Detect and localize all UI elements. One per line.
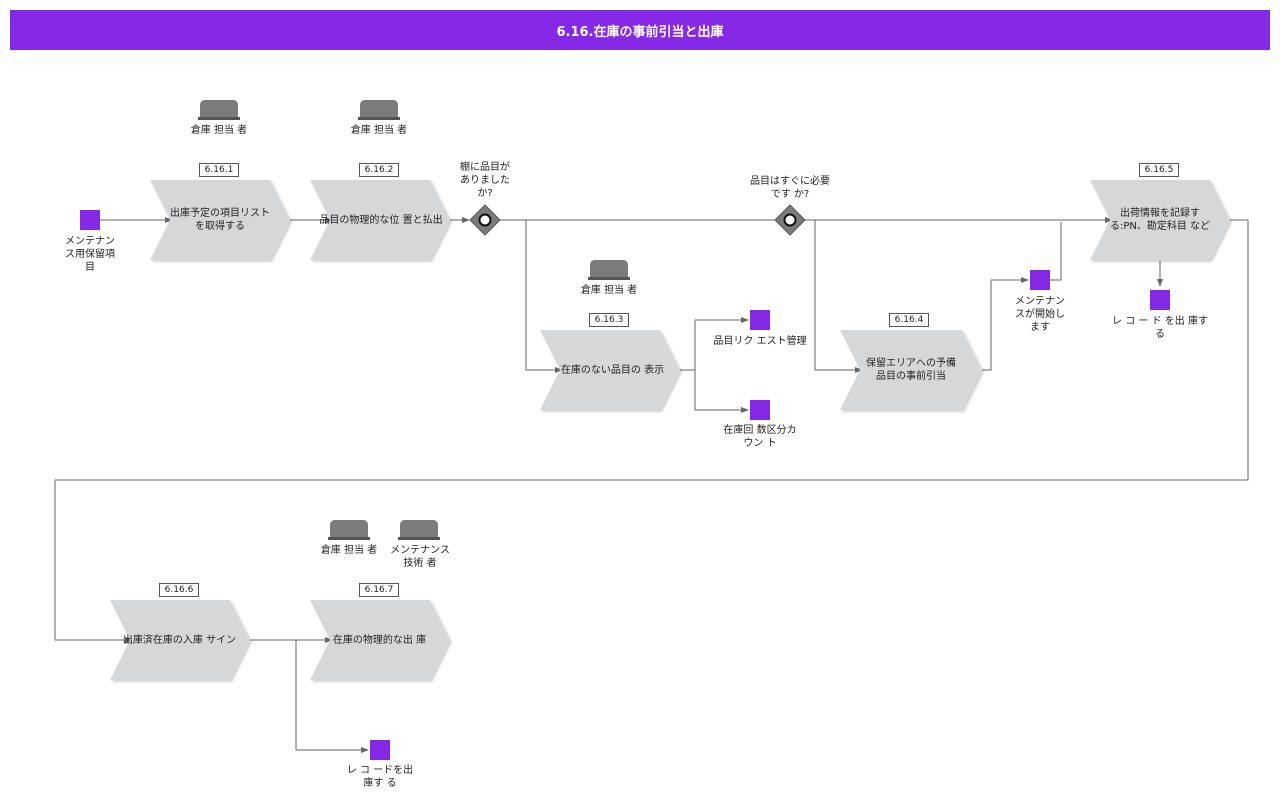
process-step-6-16-3 (540, 330, 680, 410)
object-label: 品目リク エスト管理 (713, 336, 807, 347)
person-icon (328, 520, 370, 540)
connector-step5-step6 (54, 219, 1249, 643)
object-issue-record-2 (370, 740, 390, 760)
step-label: 在庫のない品目の 表示 (560, 364, 665, 376)
connector-step6-object6 (295, 640, 369, 753)
diagram-title: 6.16.在庫の事前引当と出庫 (10, 10, 1270, 50)
object-label: メンテナンス用保留項目 (65, 236, 115, 273)
gateway-question: 棚に品目がありましたか? (460, 162, 510, 199)
step-id: 6.16.6 (159, 583, 199, 597)
gateway-1 (469, 204, 501, 236)
object-cycle-count (750, 400, 770, 420)
object-label: レ コ ー ド を出 庫す る (1112, 316, 1208, 340)
step-label: 保留エリアへの予備品目の事前引当 (866, 358, 956, 382)
step-id: 6.16.2 (359, 163, 399, 177)
process-steps (110, 180, 1230, 680)
gateway-2 (774, 204, 806, 236)
person-icon (588, 260, 630, 280)
process-step-6-16-5 (1090, 180, 1230, 260)
data-objects (80, 210, 1170, 760)
connector-step4-object4 (982, 277, 1029, 371)
connector-step3-object3 (694, 370, 749, 413)
object-maintenance-hold (80, 210, 100, 230)
process-step-6-16-2 (310, 180, 450, 260)
gateways (469, 204, 806, 236)
process-step-6-16-6 (110, 600, 250, 680)
step-id: 6.16.1 (199, 163, 239, 177)
object-maintenance-start (1030, 270, 1050, 290)
process-step-6-16-7 (310, 600, 450, 680)
connector-gateway2-step4 (814, 220, 863, 373)
step-label: 出荷情報を記録する:PN、勘定科目 など (1109, 208, 1211, 232)
step-id: 6.16.5 (1139, 163, 1179, 177)
object-item-request (750, 310, 770, 330)
step-id: 6.16.7 (359, 583, 399, 597)
step-id: 6.16.4 (889, 313, 929, 327)
object-label: レ コ ードを出 庫す る (346, 765, 414, 789)
step-label: 在庫の物理的な出 庫 (332, 634, 427, 646)
connector-step3-object2 (680, 317, 749, 371)
step-label: 出庫予定の項目リストを取得する (170, 208, 270, 232)
object-label: メンテナンスが開始します (1015, 296, 1065, 333)
connector-gateway1-step3 (525, 220, 563, 373)
step-id: 6.16.3 (589, 313, 629, 327)
role-label: 倉庫 担当 者 (350, 125, 408, 136)
process-step-6-16-1 (150, 180, 290, 260)
role-label: 倉庫 担当 者 (580, 285, 638, 296)
role-label: 倉庫 担当 者 (190, 125, 248, 136)
connector-object4-step5 (1050, 222, 1062, 281)
role-label: メンテナンス技術 者 (390, 545, 450, 569)
object-label: 在庫回 数区分カウン ト (723, 425, 797, 449)
person-icon (198, 100, 240, 120)
process-step-6-16-4 (840, 330, 982, 410)
person-icon (358, 100, 400, 120)
person-icon (398, 520, 440, 540)
gateway-question: 品目はすぐに必要です か? (750, 176, 830, 200)
role-icons (198, 100, 630, 540)
role-label: 倉庫 担当 者 (320, 545, 378, 556)
object-issue-record-1 (1150, 290, 1170, 310)
step-label: 品目の物理的な位 置と払出 (319, 214, 443, 226)
connectors (54, 217, 1249, 753)
step-label: 出庫済在庫の入庫 サイン (122, 634, 237, 646)
